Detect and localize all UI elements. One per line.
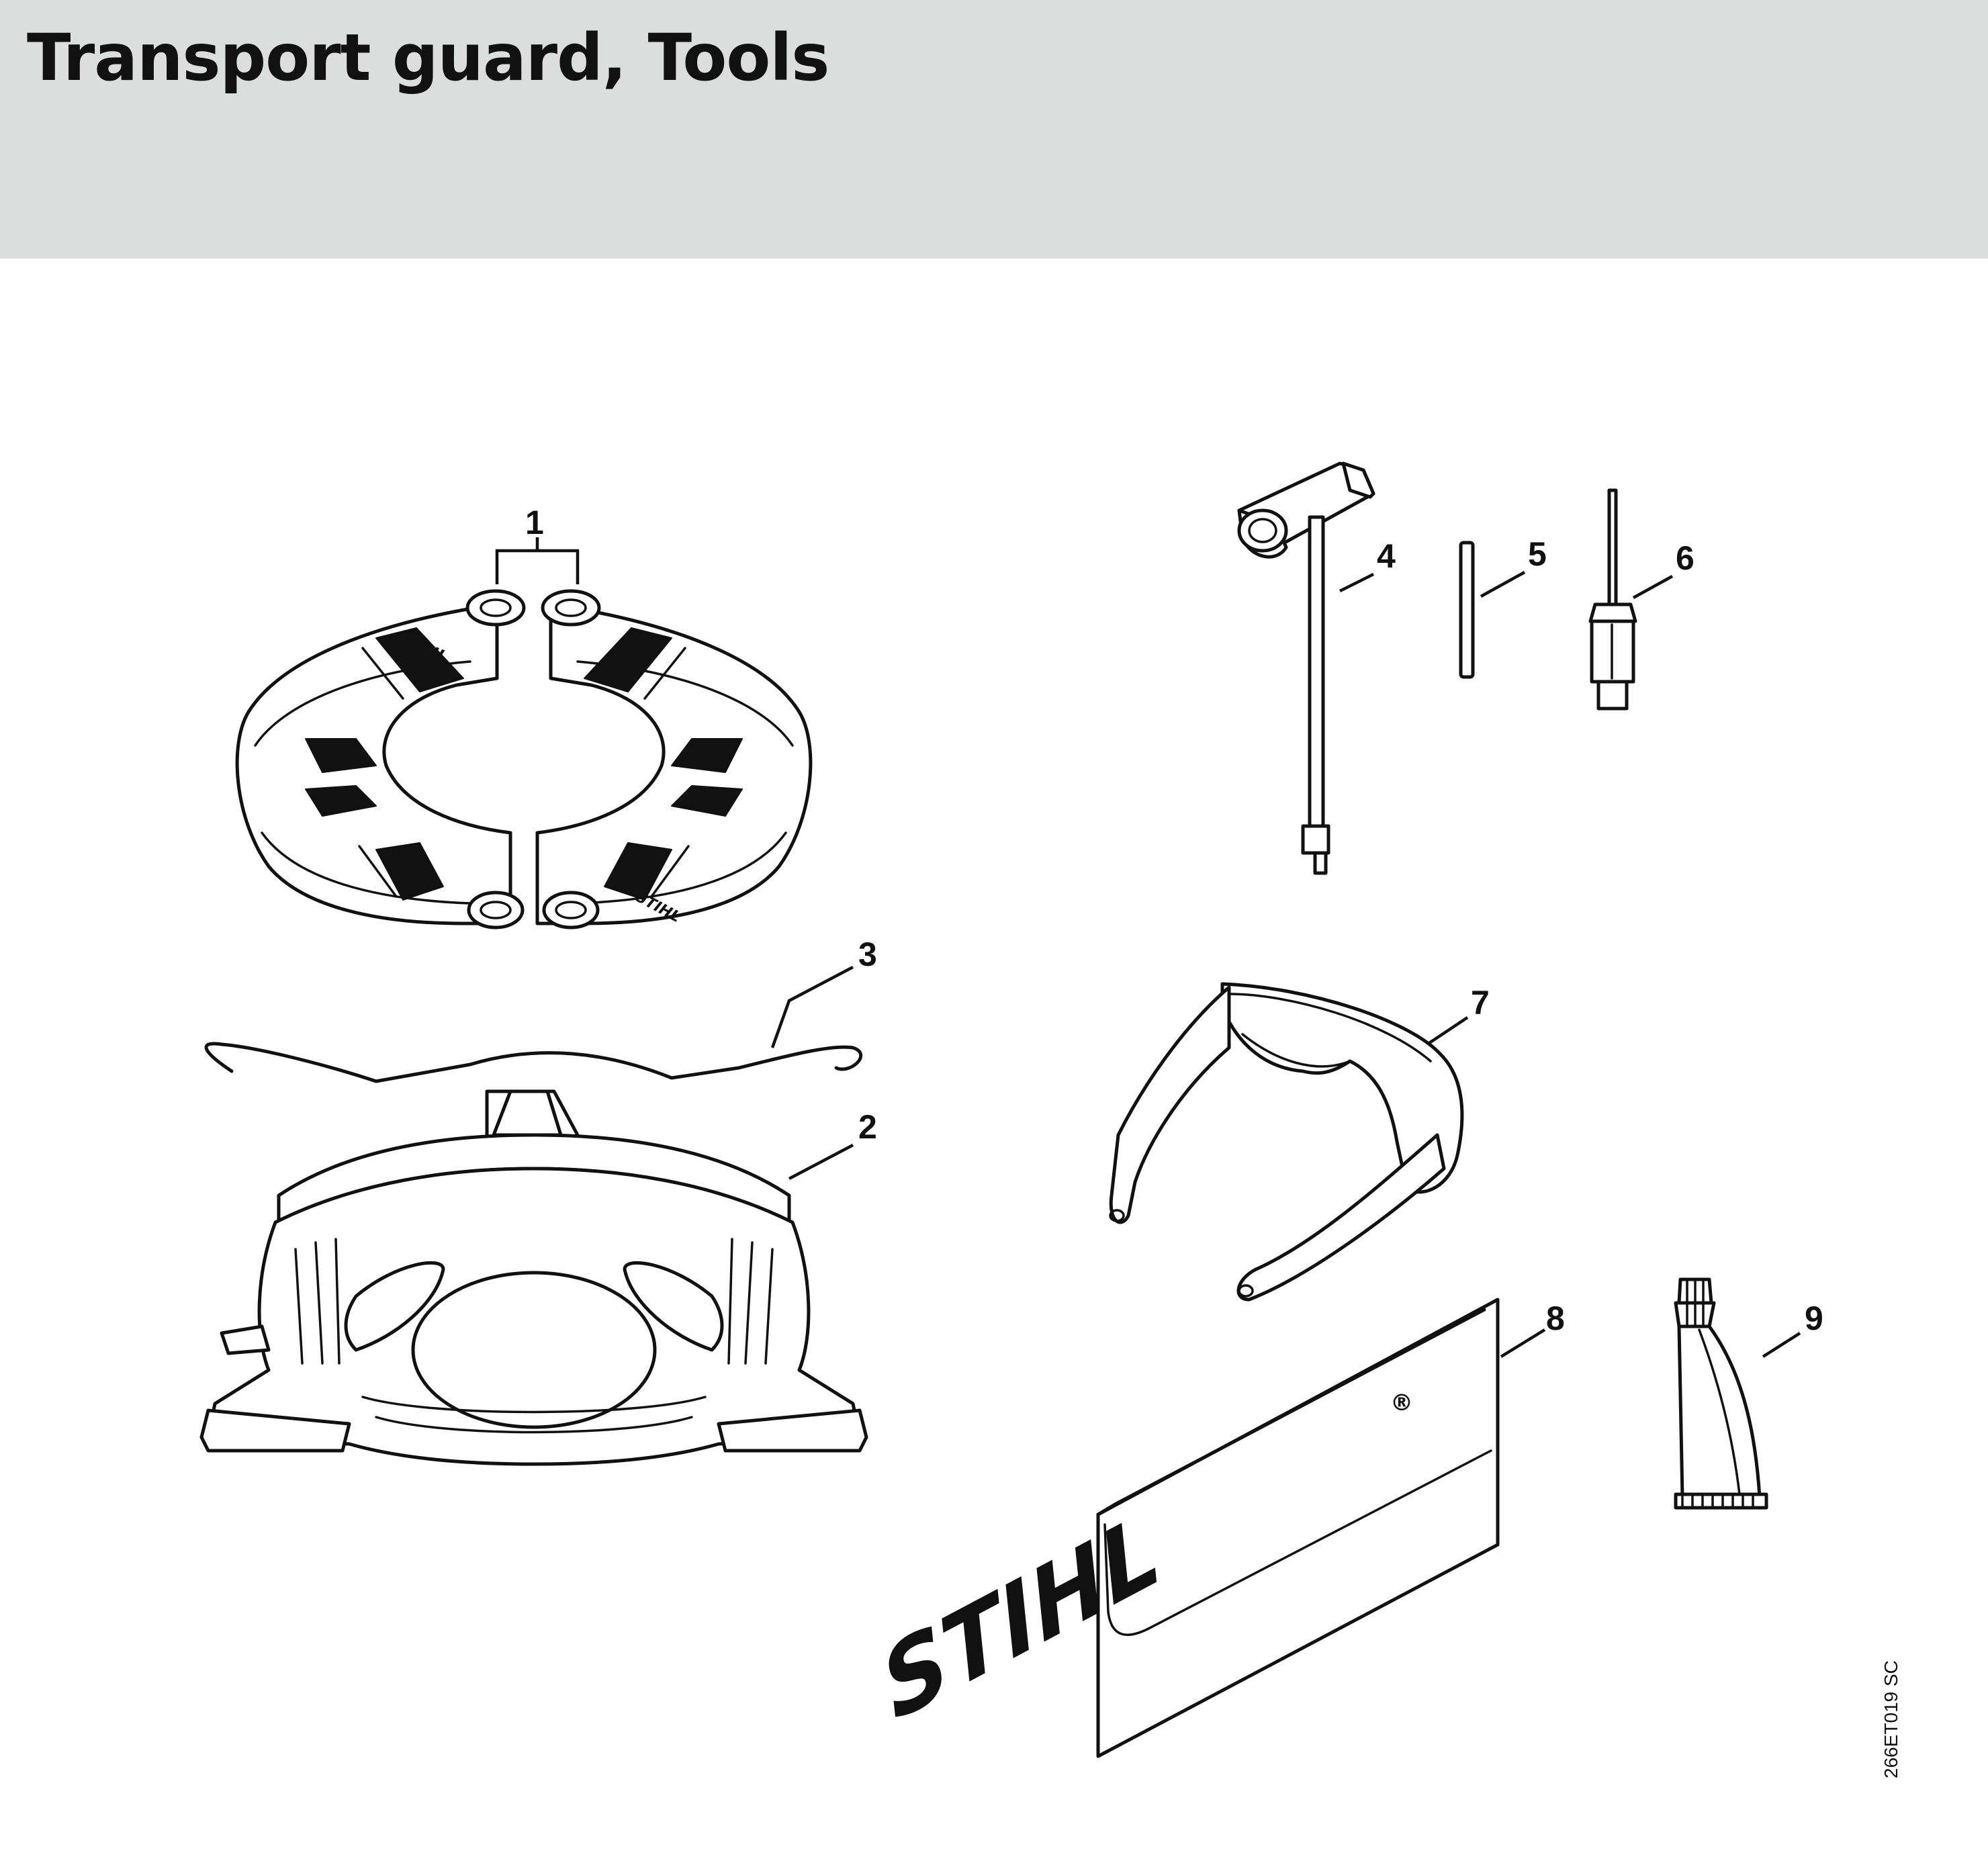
callout-2: 2 bbox=[858, 1108, 877, 1146]
part-2-guard-base[interactable]: STIHL bbox=[199, 1089, 868, 1466]
header-band: Transport guard, Tools bbox=[0, 0, 1988, 259]
callout-8: 8 bbox=[1546, 1300, 1565, 1337]
part-7-safety-glasses[interactable] bbox=[1109, 982, 1464, 1302]
callout-5: 5 bbox=[1528, 535, 1547, 573]
part-4-combination-wrench[interactable] bbox=[1237, 461, 1375, 875]
part-9-grease-tube[interactable] bbox=[1674, 1277, 1768, 1510]
callout-1: 1 bbox=[525, 504, 544, 541]
callout-3: 3 bbox=[858, 936, 877, 973]
part-1-transport-guard-halves[interactable]: STIHL STIHL bbox=[235, 537, 813, 930]
page-title: Transport guard, Tools bbox=[27, 20, 829, 95]
callout-4: 4 bbox=[1377, 537, 1396, 575]
callout-6: 6 bbox=[1676, 539, 1695, 577]
part-6-screwdriver[interactable] bbox=[1588, 488, 1637, 711]
drawing-id: 266ET019 SC bbox=[1881, 1660, 1901, 1778]
registered-mark: ® bbox=[1390, 1390, 1413, 1416]
callout-7: 7 bbox=[1471, 984, 1490, 1022]
part-8-tool-pouch[interactable]: STIHL ® bbox=[870, 1298, 1500, 1758]
callout-9: 9 bbox=[1805, 1300, 1823, 1337]
part-3-spring-wire[interactable] bbox=[204, 1042, 863, 1083]
part-5-pin[interactable] bbox=[1459, 541, 1475, 679]
